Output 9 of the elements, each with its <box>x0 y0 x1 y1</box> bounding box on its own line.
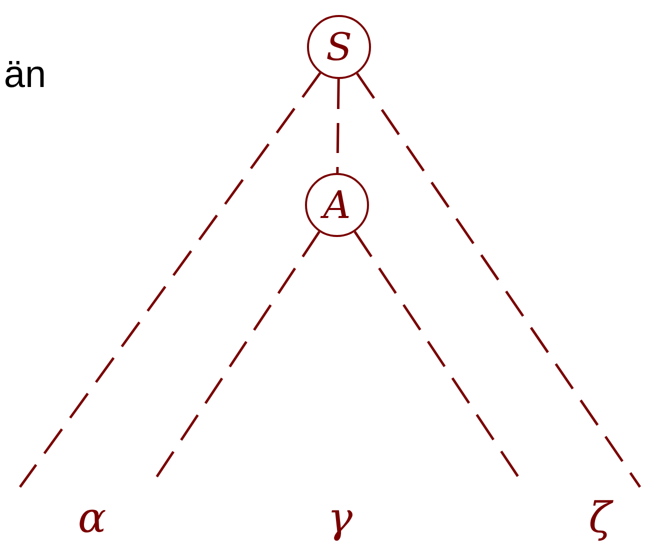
dashed-line <box>336 78 340 174</box>
circle-node: S <box>307 15 371 79</box>
symbol-label: α <box>78 497 106 539</box>
text-fragment: än <box>4 56 46 94</box>
circle-node: A <box>305 173 369 237</box>
dashed-line <box>356 72 642 488</box>
dashed-line <box>18 72 322 488</box>
symbol-label: ζ <box>588 497 612 539</box>
symbol-label: γ <box>327 497 353 539</box>
